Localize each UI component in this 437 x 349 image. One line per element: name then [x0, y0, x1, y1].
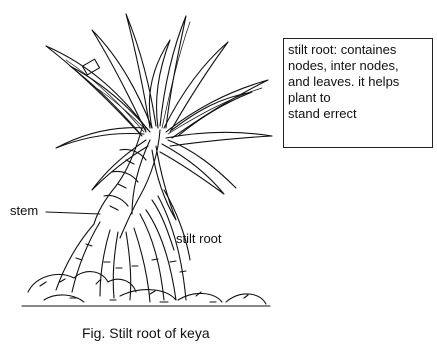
stilt-roots — [56, 190, 190, 302]
stem-pointer-line — [46, 212, 100, 214]
stilt-root-note-box: stilt root: containes nodes, inter nodes… — [283, 38, 433, 148]
plant-leaves — [46, 14, 272, 220]
note-line: nodes, inter nodes, — [288, 58, 428, 74]
ground-soil — [22, 272, 270, 306]
stilt-root-label: stilt root — [176, 231, 222, 247]
note-line: stilt root: containes — [288, 42, 428, 58]
figure-caption: Fig. Stilt root of keya — [82, 325, 210, 341]
stem-label: stem — [10, 203, 38, 219]
note-line: and leaves. it helps — [288, 74, 428, 90]
note-line: plant to — [288, 90, 428, 106]
plant-stem — [94, 128, 160, 238]
note-line: stand errect — [288, 106, 428, 122]
